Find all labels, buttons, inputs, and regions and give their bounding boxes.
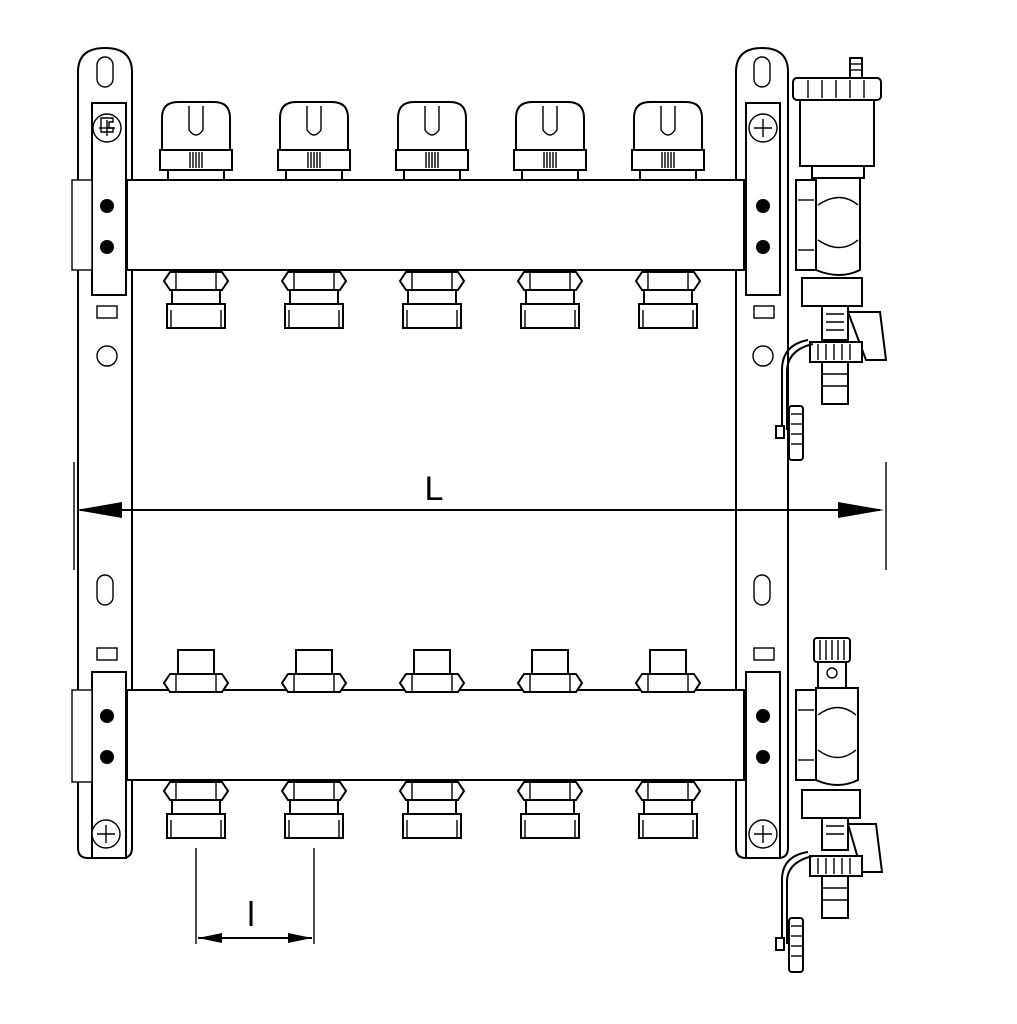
outlet-fitting xyxy=(634,781,702,839)
left-bracket xyxy=(71,46,133,859)
upper-outlet-fittings xyxy=(162,271,702,329)
return-manifold-bar xyxy=(126,689,745,781)
valve-cap xyxy=(159,101,233,181)
dimension-label-L: L xyxy=(425,470,444,508)
outlet-fitting xyxy=(516,781,584,839)
lower-flow-meter-stems xyxy=(162,649,702,693)
outlet-fitting xyxy=(516,271,584,329)
flow-stem xyxy=(280,649,348,693)
flow-stem xyxy=(516,649,584,693)
flow-stem xyxy=(634,649,702,693)
flow-stem xyxy=(398,649,466,693)
lower-outlet-fittings xyxy=(162,781,702,839)
outlet-fitting xyxy=(280,781,348,839)
valve-cap xyxy=(631,101,705,181)
valve-cap xyxy=(513,101,587,181)
flow-stem xyxy=(162,649,230,693)
outlet-fitting xyxy=(280,271,348,329)
upper-air-vent-drain-assembly xyxy=(775,57,888,461)
outlet-fitting xyxy=(398,781,466,839)
outlet-fitting xyxy=(398,271,466,329)
dimension-label-l: l xyxy=(247,896,255,934)
upper-valve-caps xyxy=(159,101,705,181)
valve-cap xyxy=(277,101,351,181)
outlet-fitting xyxy=(634,271,702,329)
outlet-fitting xyxy=(162,271,230,329)
right-bracket xyxy=(735,46,789,859)
dimension-total-length: L xyxy=(73,462,887,570)
lower-drain-assembly xyxy=(775,637,884,973)
valve-cap xyxy=(395,101,469,181)
supply-manifold-bar xyxy=(126,179,745,271)
outlet-fitting xyxy=(162,781,230,839)
dimension-outlet-spacing: l xyxy=(195,848,315,944)
